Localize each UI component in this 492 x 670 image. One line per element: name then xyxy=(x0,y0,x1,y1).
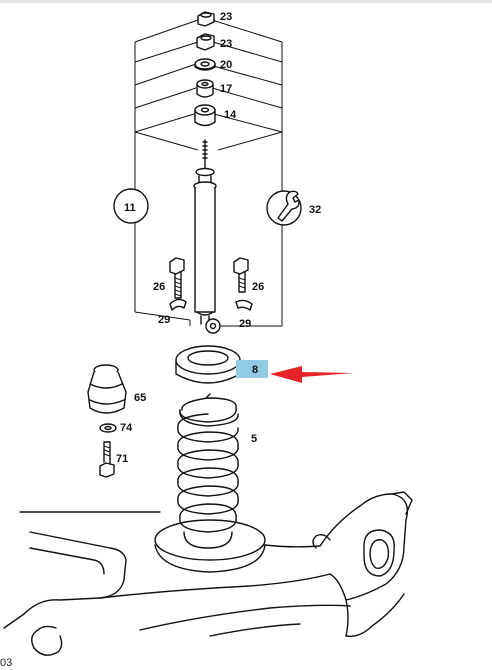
callout-labels: 23 23 20 17 14 11 32 26 26 29 29 8 65 74… xyxy=(116,11,321,465)
label-71: 71 xyxy=(116,453,128,465)
callout-11-circle xyxy=(113,188,149,224)
label-29-left: 29 xyxy=(158,314,170,326)
coil-spring-5 xyxy=(177,393,239,549)
washer-20 xyxy=(194,58,216,71)
label-65: 65 xyxy=(134,392,146,404)
label-11: 11 xyxy=(124,202,136,214)
label-17: 17 xyxy=(220,83,232,95)
bolt-71 xyxy=(99,441,115,478)
bolt-26-right xyxy=(233,257,249,293)
spring-washer-74 xyxy=(99,423,117,433)
label-26-left: 26 xyxy=(153,281,165,293)
spring-seat-8 xyxy=(175,345,241,384)
clip-29-right xyxy=(235,299,253,311)
callout-8-highlight xyxy=(236,360,268,378)
label-26-right: 26 xyxy=(252,281,264,293)
bolt-26-left xyxy=(169,257,185,299)
wrench-icon xyxy=(266,190,302,226)
nut-23-second xyxy=(196,33,215,51)
label-74: 74 xyxy=(120,422,133,434)
label-8: 8 xyxy=(252,364,258,376)
label-23-top: 23 xyxy=(220,11,232,23)
shock-absorber xyxy=(193,139,221,334)
bushing-14 xyxy=(194,104,216,127)
label-32: 32 xyxy=(309,204,321,216)
bump-stop-65 xyxy=(87,364,127,414)
leader-lines xyxy=(134,19,283,327)
corner-code: 03 xyxy=(0,657,13,669)
bushing-17 xyxy=(196,79,214,98)
label-14: 14 xyxy=(224,109,237,121)
label-20: 20 xyxy=(220,59,232,71)
nut-23-top xyxy=(197,11,215,27)
label-29-right: 29 xyxy=(239,318,251,330)
label-5: 5 xyxy=(251,433,257,445)
clip-29-left xyxy=(169,298,187,311)
arrow-left-icon xyxy=(270,366,354,383)
label-23-second: 23 xyxy=(220,38,232,50)
control-arm xyxy=(3,491,413,656)
